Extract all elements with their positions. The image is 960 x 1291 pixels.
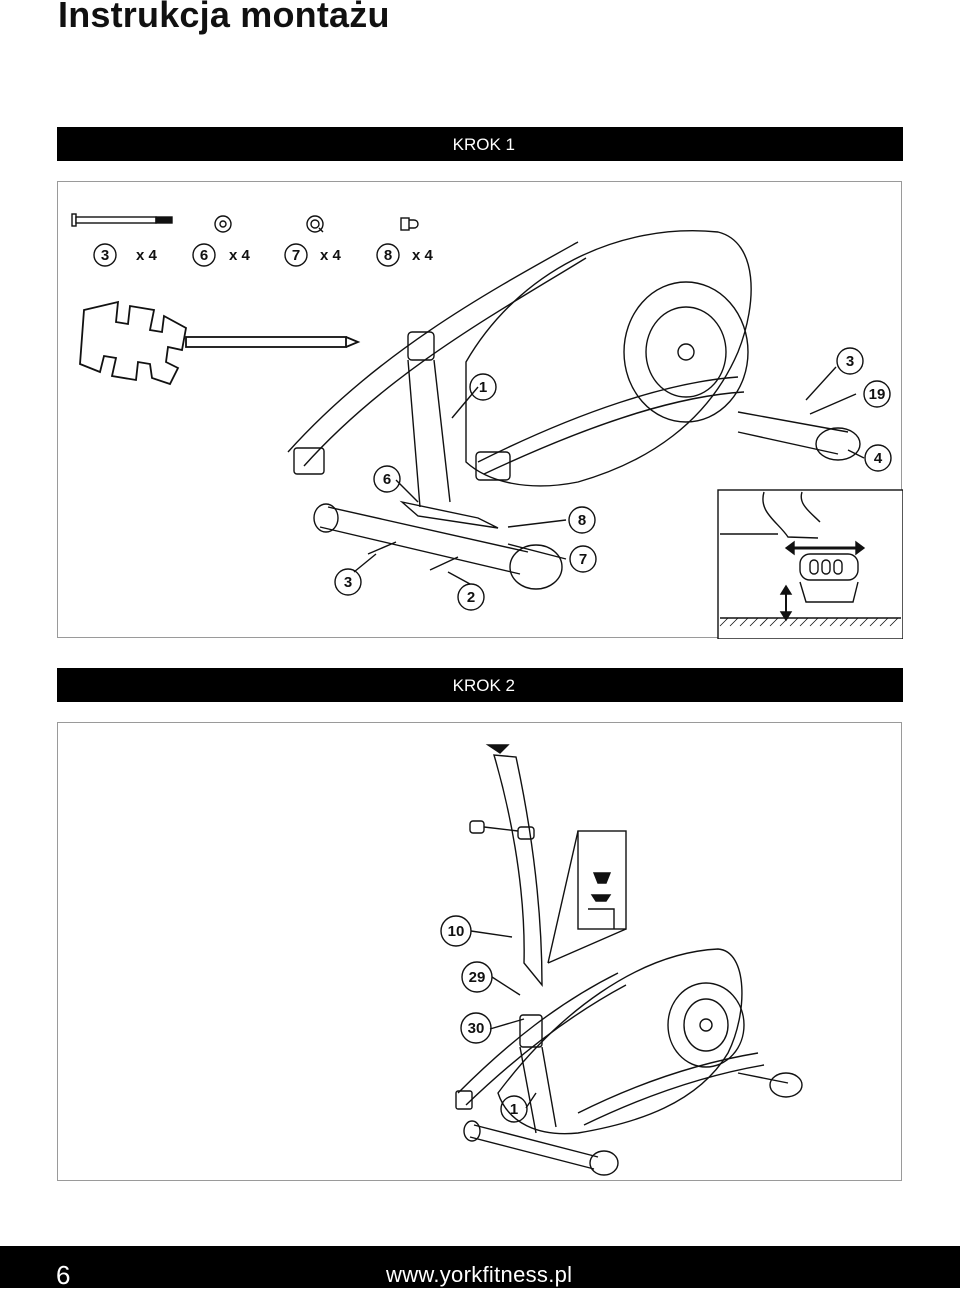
page-number: 6	[56, 1260, 71, 1290]
step-2-label: KROK 2	[452, 676, 515, 695]
hardware-qty-8: x 4	[412, 247, 434, 264]
step-1-label: KROK 1	[452, 135, 515, 154]
callout-label: 19	[869, 386, 886, 403]
step-1-panel: 3 x 4 6 x 4 7 x 4 8 x 4 1 6 8 7 3 2 3 19…	[57, 181, 903, 639]
step-2-header: KROK 2	[57, 668, 903, 702]
step-2-panel: 10 29 30 1	[57, 722, 902, 1181]
hardware-part-8: 8	[384, 247, 392, 264]
wrench-tool-icon	[79, 300, 361, 386]
callout-label: 8	[578, 512, 586, 529]
page-title: Instrukcja montażu	[58, 0, 390, 35]
callout-label: 7	[579, 551, 587, 568]
hardware-part-7: 7	[292, 247, 300, 264]
nut-icon	[400, 217, 419, 231]
callout-label: 10	[448, 923, 465, 940]
leveling-foot-detail	[717, 489, 903, 639]
page-footer: 6 www.yorkfitness.pl	[0, 1246, 960, 1290]
hardware-qty-6: x 4	[229, 247, 251, 264]
callout-label: 3	[846, 353, 854, 370]
step-1-header: KROK 1	[57, 127, 903, 161]
hardware-part-3: 3	[101, 247, 109, 264]
callout-label: 1	[510, 1101, 518, 1118]
callout-label: 6	[383, 471, 391, 488]
callout-label: 30	[468, 1020, 485, 1037]
callout-label: 4	[874, 450, 883, 467]
website-link[interactable]: www.yorkfitness.pl	[386, 1262, 573, 1287]
crosstrainer-assembly-drawing	[455, 744, 803, 1176]
step-2-illustration: 10 29 30 1	[440, 744, 803, 1176]
callout-label: 1	[479, 379, 487, 396]
hardware-qty-3: x 4	[136, 247, 158, 264]
hardware-part-6: 6	[200, 247, 208, 264]
bolt-icon	[71, 213, 173, 227]
crosstrainer-frame-drawing	[287, 230, 865, 590]
hardware-qty-7: x 4	[320, 247, 342, 264]
washer-icon	[214, 215, 232, 233]
step-1-illustration: 3 x 4 6 x 4 7 x 4 8 x 4 1 6 8 7 3 2 3 19…	[71, 213, 903, 639]
spring-washer-icon	[306, 215, 324, 233]
callout-label: 3	[344, 574, 352, 591]
callout-label: 2	[467, 589, 475, 606]
callout-label: 29	[469, 969, 486, 986]
